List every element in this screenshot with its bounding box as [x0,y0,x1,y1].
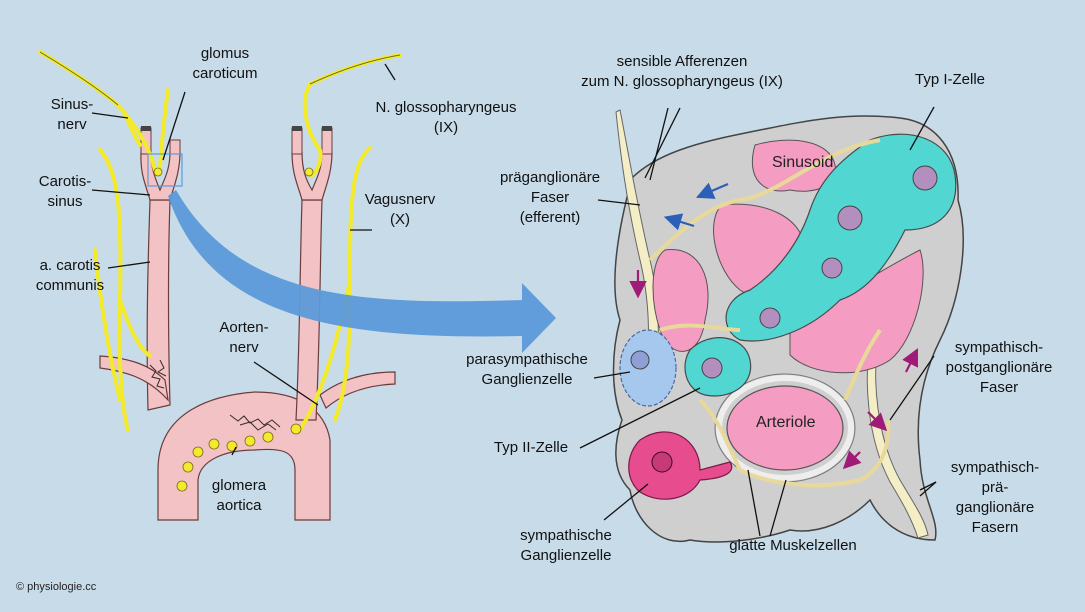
label-arteriole: Arteriole [756,414,816,431]
vessel-anatomy [99,126,396,521]
label-vagusnerv: Vagusnerv (X) [364,191,436,228]
right-subclavian [319,371,396,409]
glomus-histology [612,109,964,543]
label-parasympathische-ganglienzelle: parasympathische Ganglienzelle [466,351,588,388]
label-carotissinus: Carotis- sinus [38,173,92,210]
label-aortennerv: Aorten- nerv [219,319,269,356]
label-sympathisch-postganglionaere: sympathisch- postganglionäre Faser [945,339,1053,396]
flow-arrows [629,182,918,470]
label-glomus-caroticum: glomus caroticum [192,45,258,82]
label-sensible-afferenzen: sensible Afferenzen zum N. glossopharyng… [581,53,783,90]
type-1-cell-cluster [725,133,957,342]
sympathetic-ganglion-cell [628,431,733,500]
label-glatte-muskelzellen: glatte Muskelzellen [729,537,857,554]
label-sinusoid: Sinusoid [772,154,834,171]
zoom-arrow [168,190,556,353]
left-carotid-bifurcation [140,151,181,201]
aortic-arch [157,391,331,521]
label-praeganglionaere-faser: präganglionäre Faser (efferent) [499,169,601,226]
label-a-carotis-communis: a. carotis communis [35,257,105,294]
right-pointer-lines [579,106,937,537]
label-n-glossopharyngeus: N. glossopharyngeus (IX) [375,99,517,136]
right-carotid-bifurcation [291,151,333,201]
label-typ-ii-zelle: Typ II-Zelle [493,439,569,456]
label-sinusnerv: Sinus- nerv [50,96,94,133]
left-pointer-lines [91,63,396,456]
glomera-aortica-dots [153,167,314,492]
label-sympathische-ganglienzelle: sympathische Ganglienzelle [520,527,612,564]
label-glomera-aortica: glomera aortica [211,477,267,514]
copyright-notice: © physiologie.cc [16,581,97,593]
parasympathetic-ganglion-cell [619,329,677,407]
label-typ-i-zelle: Typ I-Zelle [914,71,986,88]
label-sympathisch-praeganglionaere: sympathisch- prä- ganglionäre Fasern [950,459,1040,536]
arteriole-lumen [726,385,844,471]
